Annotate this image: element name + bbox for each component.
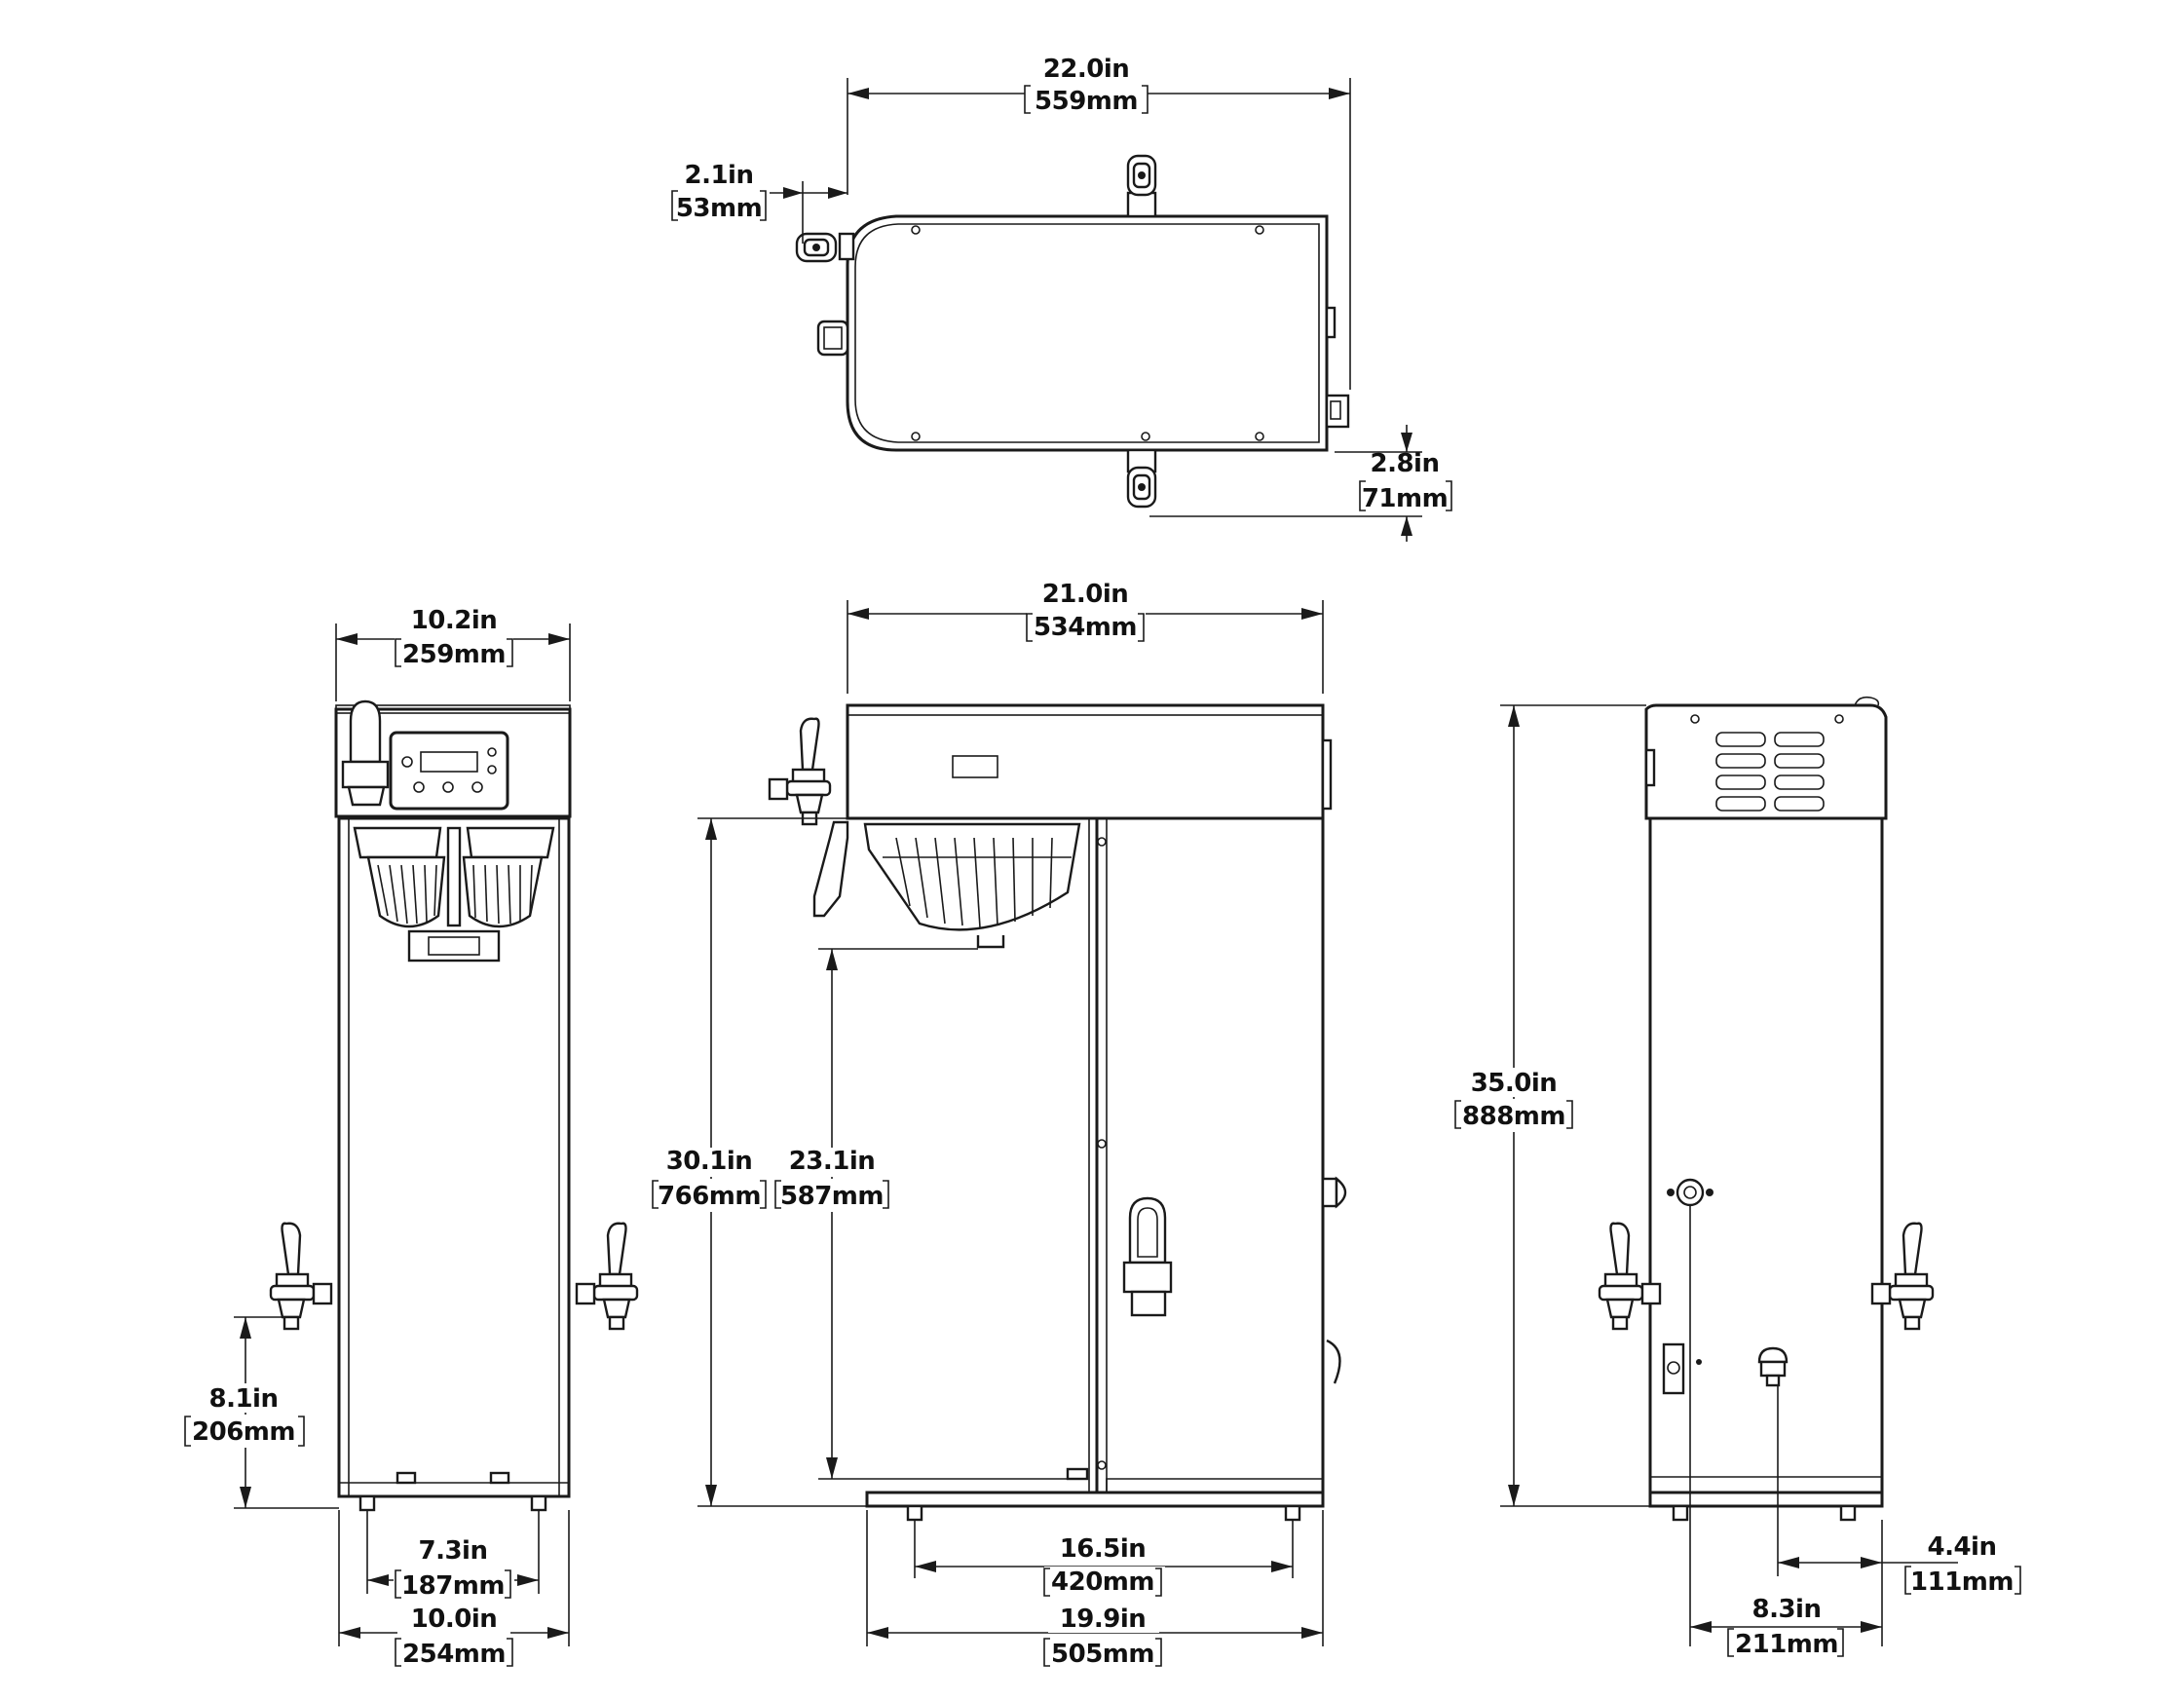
clearance-mm: 587mm [780,1182,884,1211]
back-offset-in: 2.8in [1371,449,1440,478]
rear-height-in: 35.0in [1471,1069,1558,1098]
rear-height-mm: 888mm [1462,1102,1565,1131]
side-top-width-in: 21.0in [1042,580,1129,609]
side-view: 21.0in 534mm 30.1in 766mm 23.1in 587mm [651,579,1347,1670]
feet-spacing-in: 7.3in [419,1536,488,1566]
feet-spacing-mm: 187mm [401,1571,505,1601]
outlet-offset-in: 8.3in [1752,1595,1822,1624]
top-width-in: 22.0in [1043,55,1130,84]
base-width-mm: 254mm [402,1640,506,1669]
faucet-offset-in: 2.1in [685,161,754,190]
top-width-mm: 559mm [1035,87,1138,116]
side-base-width-mm: 505mm [1051,1640,1154,1669]
front-top-width-in: 10.2in [411,606,498,635]
rear-view: 35.0in 888mm 4.4in 111mm 8.3in 211mm [1454,696,2021,1662]
back-offset-mm: 71mm [1362,484,1448,513]
outlet-offset-mm: 211mm [1735,1630,1838,1659]
side-feet-spacing-mm: 420mm [1051,1568,1154,1597]
front-top-width-mm: 259mm [402,640,506,669]
inlet-offset-in: 4.4in [1928,1532,1997,1562]
front-view: 10.2in 259mm 8.1in 206mm 7.3in 187mm [183,602,637,1670]
faucet-height-in: 8.1in [209,1384,279,1414]
faucet-height-mm: 206mm [192,1417,295,1447]
clearance-in: 23.1in [789,1147,876,1176]
side-feet-spacing-in: 16.5in [1060,1534,1147,1564]
top-view: 22.0in 559mm 2.1in 53mm 2.8in 71mm [671,51,1452,542]
side-top-width-mm: 534mm [1034,613,1137,642]
inlet-offset-mm: 111mm [1910,1568,2014,1597]
side-height-mm: 766mm [658,1182,761,1211]
faucet-offset-mm: 53mm [676,194,762,223]
side-base-width-in: 19.9in [1060,1605,1147,1634]
base-width-in: 10.0in [411,1605,498,1634]
side-height-in: 30.1in [666,1147,753,1176]
